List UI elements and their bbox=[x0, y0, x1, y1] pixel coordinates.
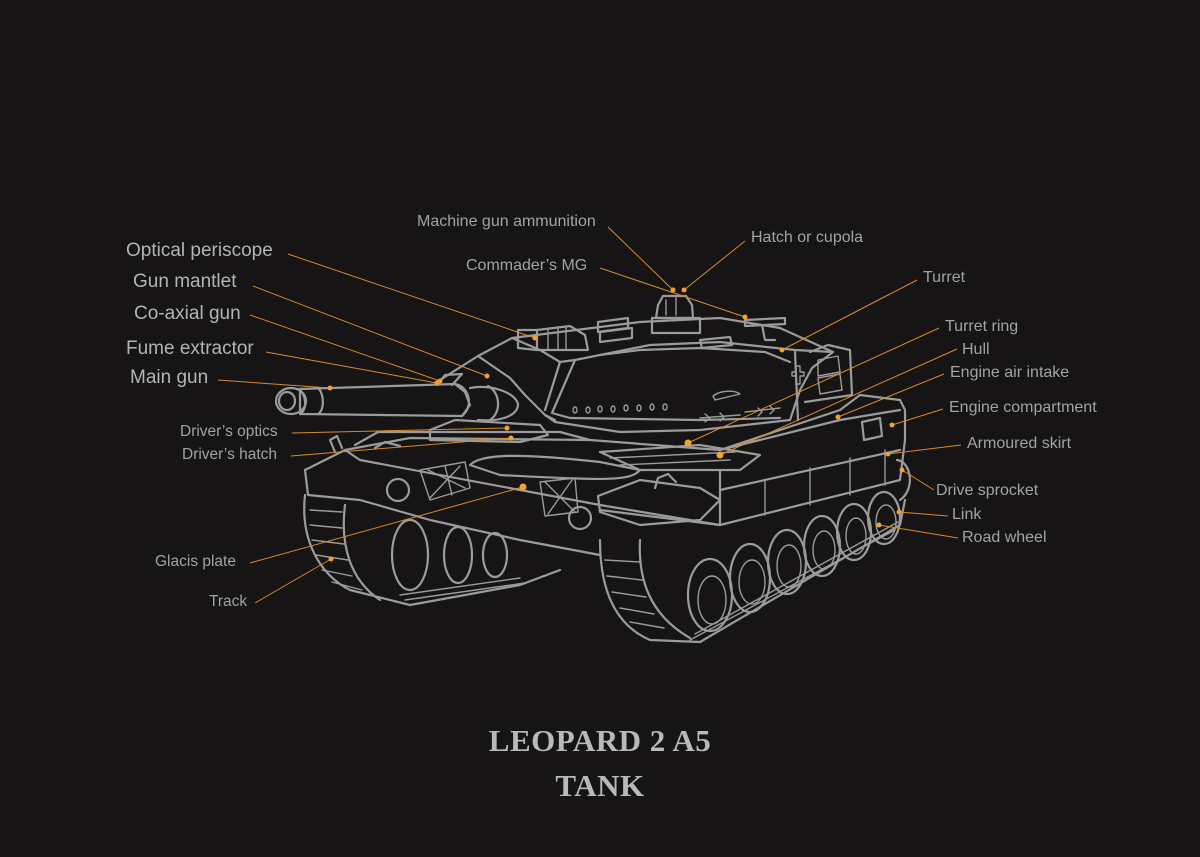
left-track-outline bbox=[303, 493, 562, 607]
label-machine-gun-ammunition: Machine gun ammunition bbox=[417, 213, 596, 230]
leader-link bbox=[898, 511, 949, 517]
leader-drivers-optics bbox=[291, 427, 508, 434]
leader-drivers-hatch bbox=[290, 437, 512, 457]
callout-dot-turret bbox=[779, 347, 785, 353]
leader-track bbox=[254, 558, 332, 604]
callout-dot-track bbox=[328, 556, 334, 562]
callout-dot-hull bbox=[716, 451, 724, 459]
callout-dot-drive-sprocket bbox=[899, 467, 905, 473]
leader-road-wheel bbox=[878, 524, 959, 539]
leader-hatch-or-cupola bbox=[683, 240, 746, 291]
main-gun-outline bbox=[274, 372, 520, 422]
label-gun-mantlet: Gun mantlet bbox=[133, 271, 237, 292]
label-drivers-hatch: Driver’s hatch bbox=[182, 446, 278, 463]
leader-hull bbox=[719, 348, 958, 456]
label-drivers-optics: Driver’s optics bbox=[180, 423, 278, 440]
right-track-outline bbox=[598, 490, 907, 644]
callout-dot-drivers-hatch bbox=[508, 435, 514, 441]
label-engine-air-intake: Engine air intake bbox=[950, 364, 1070, 381]
label-commanders-mg: Commader’s MG bbox=[466, 257, 588, 274]
label-co-axial-gun: Co-axial gun bbox=[134, 303, 241, 324]
callout-leaders bbox=[217, 226, 962, 604]
callout-dot-machine-gun-ammunition bbox=[670, 287, 676, 293]
leader-gun-mantlet bbox=[252, 285, 488, 377]
label-glacis-plate: Glacis plate bbox=[155, 553, 236, 570]
callout-dot-engine-air-intake bbox=[835, 414, 841, 420]
label-main-gun: Main gun bbox=[130, 367, 209, 388]
label-track: Track bbox=[209, 593, 248, 610]
leader-glacis-plate bbox=[249, 486, 524, 564]
callout-dot-optical-periscope bbox=[532, 335, 538, 341]
callout-dot-gun-mantlet bbox=[484, 373, 490, 379]
title-line-2: TANK bbox=[555, 768, 645, 803]
leader-main-gun bbox=[217, 379, 331, 389]
leader-machine-gun-ammunition bbox=[607, 226, 674, 291]
label-engine-compartment: Engine compartment bbox=[949, 399, 1097, 416]
callout-dot-fume-extractor bbox=[434, 380, 440, 386]
leader-commanders-mg bbox=[599, 267, 746, 318]
leader-turret bbox=[781, 279, 918, 351]
callout-dot-armoured-skirt bbox=[885, 451, 891, 457]
leader-co-axial-gun bbox=[249, 314, 441, 382]
label-armoured-skirt: Armoured skirt bbox=[967, 435, 1072, 452]
leader-optical-periscope bbox=[287, 253, 536, 339]
label-hatch-or-cupola: Hatch or cupola bbox=[751, 229, 864, 246]
title-line-1: LEOPARD 2 A5 bbox=[488, 723, 712, 758]
callout-dot-link bbox=[896, 509, 902, 515]
hull-outline bbox=[303, 393, 911, 557]
callout-dot-main-gun bbox=[327, 385, 333, 391]
callout-dot-drivers-optics bbox=[504, 425, 510, 431]
callout-dot-engine-compartment bbox=[889, 422, 895, 428]
label-hull: Hull bbox=[962, 341, 990, 358]
label-link: Link bbox=[952, 506, 982, 523]
label-road-wheel: Road wheel bbox=[962, 529, 1047, 546]
label-optical-periscope: Optical periscope bbox=[126, 240, 273, 261]
callout-dot-road-wheel bbox=[876, 522, 882, 528]
callout-dot-glacis-plate bbox=[519, 483, 527, 491]
callout-dot-turret-ring bbox=[684, 439, 692, 447]
turret-outline bbox=[438, 294, 854, 434]
leader-engine-air-intake bbox=[837, 373, 945, 418]
leader-engine-compartment bbox=[891, 408, 944, 426]
callout-dot-hatch-or-cupola bbox=[681, 287, 687, 293]
label-fume-extractor: Fume extractor bbox=[126, 338, 254, 359]
leader-fume-extractor bbox=[265, 351, 438, 384]
leader-armoured-skirt bbox=[887, 444, 962, 455]
callout-dot-commanders-mg bbox=[742, 314, 748, 320]
leader-drive-sprocket bbox=[901, 469, 935, 491]
label-drive-sprocket: Drive sprocket bbox=[936, 482, 1039, 499]
label-turret-ring: Turret ring bbox=[945, 318, 1019, 335]
leader-turret-ring bbox=[687, 327, 940, 444]
label-turret: Turret bbox=[923, 269, 966, 286]
